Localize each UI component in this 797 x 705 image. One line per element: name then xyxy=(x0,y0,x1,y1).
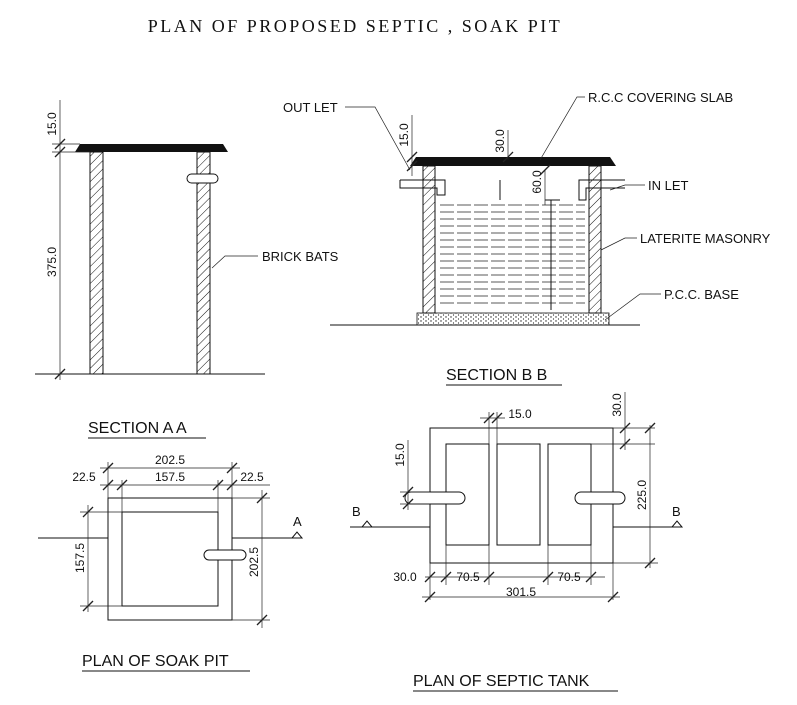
septic-chamber-2 xyxy=(496,443,541,546)
section-aa: 15.0 375.0 BRICK BATS SECTION A A xyxy=(35,100,339,439)
dim-aa-15: 15.0 xyxy=(45,112,59,136)
label-laterite-masonry: LATERITE MASONRY xyxy=(640,231,771,246)
masonry-leader xyxy=(600,237,637,251)
inlet-pipe xyxy=(578,179,625,201)
label-brick-bats: BRICK BATS xyxy=(262,249,339,264)
drawing-title: PLAN OF PROPOSED SEPTIC , SOAK PIT xyxy=(148,16,563,36)
septic-tank-plan: B B 15.0 30.0 225.0 15.0 xyxy=(350,392,684,692)
dim-sp-2025-top: 202.5 xyxy=(155,453,185,467)
cover-slab-aa xyxy=(75,144,228,152)
soak-pit-plan: A 202.5 157.5 22.5 22.5 157.5 202.5 xyxy=(38,453,304,672)
septic-inlet-pipe xyxy=(574,491,626,505)
dim-bb-30: 30.0 xyxy=(493,129,507,153)
dim-sp-225-right: 22.5 xyxy=(240,470,264,484)
slab-leader xyxy=(539,96,585,161)
dim-st-705-left: 70.5 xyxy=(456,570,480,584)
heading-soak-pit-plan: PLAN OF SOAK PIT xyxy=(82,653,229,670)
heading-section-aa: SECTION A A xyxy=(88,420,187,437)
marker-a: A xyxy=(293,514,302,529)
heading-section-bb: SECTION B B xyxy=(446,367,547,384)
pcc-base xyxy=(416,312,610,326)
dim-bb-15: 15.0 xyxy=(397,123,411,147)
dim-st-3015: 301.5 xyxy=(506,585,536,599)
dim-sp-1575-side: 157.5 xyxy=(73,543,87,573)
label-rcc-slab: R.C.C COVERING SLAB xyxy=(588,90,733,105)
heading-septic-plan: PLAN OF SEPTIC TANK xyxy=(413,673,590,690)
outlet-leader xyxy=(345,106,411,171)
inlet-leader xyxy=(609,184,645,191)
dim-st-15-top: 15.0 xyxy=(508,407,532,421)
marker-b-right: B xyxy=(672,504,681,519)
marker-b-left: B xyxy=(352,504,361,519)
right-wall-bb xyxy=(588,165,602,314)
inlet-pipe-aa xyxy=(186,173,219,184)
dim-st-705-right: 70.5 xyxy=(557,570,581,584)
section-arrow-b-left xyxy=(360,520,374,528)
section-arrow-b-right xyxy=(670,520,684,528)
dim-st-15-left: 15.0 xyxy=(393,443,407,467)
label-inlet: IN LET xyxy=(648,178,689,193)
brick-bats-leader xyxy=(211,255,258,269)
dim-sp-1575-top: 157.5 xyxy=(155,470,185,484)
right-wall-aa xyxy=(196,151,211,375)
dim-aa-375: 375.0 xyxy=(45,247,59,277)
section-bb: OUT LET R.C.C COVERING SLAB IN LET LATER… xyxy=(283,90,771,386)
rcc-cover-slab xyxy=(410,157,616,166)
left-wall-aa xyxy=(89,151,104,375)
label-outlet: OUT LET xyxy=(283,100,338,115)
outlet-pipe xyxy=(399,179,446,196)
label-pcc-base: P.C.C. BASE xyxy=(664,287,739,302)
left-wall-bb xyxy=(422,165,436,314)
dim-sp-225-left: 22.5 xyxy=(72,470,96,484)
soak-pit-inner xyxy=(121,511,219,607)
dim-bb-60: 60.0 xyxy=(530,170,544,194)
dim-st-30-bottom: 30.0 xyxy=(393,570,417,584)
liquid-level-dashes xyxy=(440,204,585,304)
soak-pit-inlet-pipe xyxy=(203,549,247,561)
dim-st-30-top: 30.0 xyxy=(610,393,624,417)
section-arrow-a xyxy=(290,531,304,539)
dim-sp-2025-side: 202.5 xyxy=(247,547,261,577)
pcc-leader xyxy=(604,293,661,321)
septic-outlet-pipe xyxy=(404,491,466,505)
dim-st-225: 225.0 xyxy=(635,480,649,510)
